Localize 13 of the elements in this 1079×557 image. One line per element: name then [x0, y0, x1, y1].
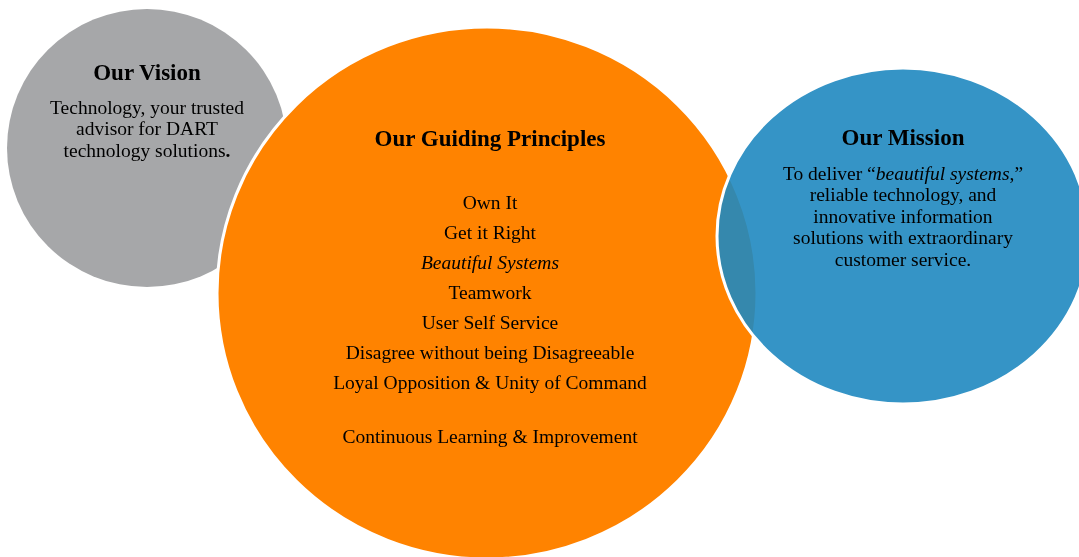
heading: Our Guiding Principles — [373, 126, 607, 152]
principle-text: Get it Right — [442, 222, 538, 244]
heading: Our Mission — [840, 125, 966, 151]
principle-text: Own It — [461, 192, 519, 214]
principle-text: Disagree without being Disagreeable — [344, 342, 636, 364]
principle-text: Loyal Opposition & Unity of Command — [332, 372, 648, 394]
body-text: Technology, your trusted advisor for DART technology solutions. — [49, 97, 245, 162]
principle-text: Continuous Learning & Improvement — [341, 426, 639, 448]
principle-text: Beautiful Systems — [419, 252, 561, 274]
principle-text: Teamwork — [447, 282, 533, 304]
principle-text: User Self Service — [420, 312, 560, 334]
body-text: To deliver “beautiful systems,” reliable technology, and innovative information solutions with extraordinary customer service. — [781, 163, 1025, 271]
heading: Our Vision — [92, 60, 202, 86]
